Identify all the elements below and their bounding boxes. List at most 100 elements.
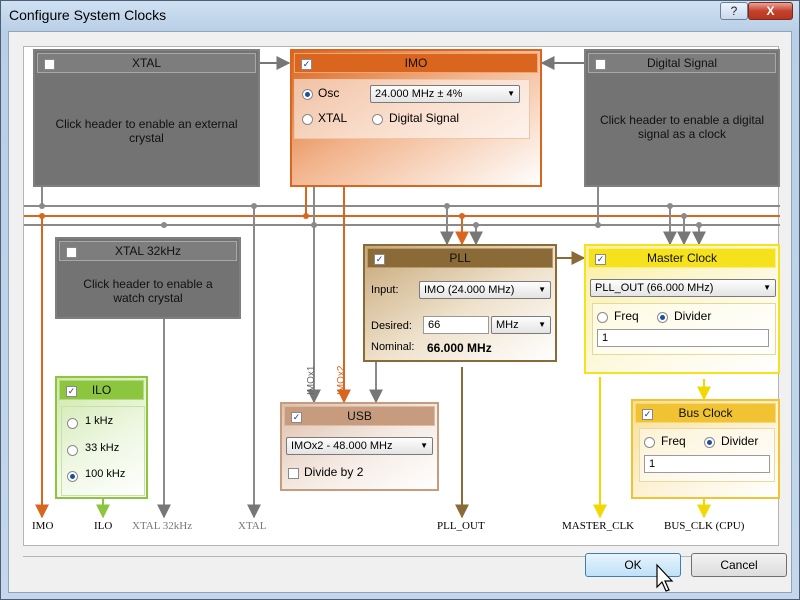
output-xtal: XTAL [238, 520, 267, 532]
bus-clock-freq-label: Freq [661, 434, 686, 448]
bus-clock-divider-input[interactable]: 1 [644, 455, 770, 473]
bus-clock-divider-radio[interactable] [704, 437, 715, 448]
digital-signal-enable-checkbox[interactable] [595, 59, 606, 70]
xtal-message: Click header to enable an external cryst… [41, 117, 252, 145]
chevron-down-icon: ▼ [538, 285, 546, 294]
usb-header[interactable]: ✓ USB [284, 406, 435, 426]
imox2-wire-label: IMOx2 [336, 365, 347, 395]
imo-digital-label: Digital Signal [389, 111, 460, 125]
bus-clock-divider-label: Divider [721, 434, 759, 448]
pll-nominal-label: Nominal: [371, 341, 415, 353]
chevron-down-icon: ▼ [763, 283, 771, 292]
help-button[interactable]: ? [720, 2, 748, 20]
pll-header[interactable]: ✓ PLL [367, 248, 553, 268]
ilo-option-33khz: 33 kHz [85, 442, 120, 454]
pll-nominal-value: 66.000 MHz [427, 341, 492, 355]
output-master-clk: MASTER_CLK [562, 520, 635, 532]
master-clock-source-select[interactable]: PLL_OUT (66.000 MHz) ▼ [590, 279, 776, 297]
ilo-100khz-radio[interactable] [67, 471, 78, 482]
footer-divider [23, 556, 779, 557]
xtal32-header[interactable]: XTAL 32kHz [59, 241, 237, 261]
bus-clock-freq-radio[interactable] [644, 437, 655, 448]
imo-header[interactable]: ✓ IMO [294, 53, 538, 73]
imo-frequency-value: 24.000 MHz ± 4% [375, 88, 463, 100]
ilo-title: ILO [91, 383, 112, 397]
ilo-box: ✓ILO 1 kHz 33 kHz 100 kHz [55, 376, 148, 499]
master-clock-source-value: PLL_OUT (66.000 MHz) [595, 282, 714, 294]
usb-enable-checkbox[interactable]: ✓ [291, 412, 302, 423]
xtal-enable-checkbox[interactable] [44, 59, 55, 70]
chevron-down-icon: ▼ [538, 320, 546, 329]
digital-signal-box: Digital Signal Click header to enable a … [584, 49, 780, 187]
ilo-options-panel [61, 406, 145, 496]
ilo-33khz-radio[interactable] [67, 445, 78, 456]
bus-clock-header[interactable]: ✓ Bus Clock [635, 403, 776, 423]
imo-xtal-label: XTAL [318, 111, 348, 125]
imox1-wire-label: IMOx1 [306, 365, 317, 395]
xtal32-box: XTAL 32kHz Click header to enable a watc… [55, 237, 241, 319]
xtal32-message-line-2: watch crystal [113, 291, 183, 305]
master-clock-divider-label: Divider [674, 309, 712, 323]
xtal32-title: XTAL 32kHz [114, 244, 182, 258]
clock-wires [24, 56, 780, 519]
clock-diagram: XTAL Click header to enable an external … [23, 46, 780, 546]
cancel-button[interactable]: Cancel [691, 553, 787, 577]
usb-title: USB [347, 409, 372, 423]
imo-xtal-radio[interactable] [302, 114, 313, 125]
master-clock-header[interactable]: ✓Master Clock [588, 248, 776, 268]
pll-unit-select[interactable]: MHz ▼ [491, 316, 551, 334]
usb-source-select[interactable]: IMOx2 - 48.000 MHz▼ [286, 437, 433, 455]
xtal-title: XTAL [131, 56, 162, 70]
xtal32-enable-checkbox[interactable] [66, 247, 77, 258]
xtal-header[interactable]: XTAL [37, 53, 256, 73]
pll-input-value: IMO (24.000 MHz) [424, 284, 515, 296]
ilo-enable-checkbox[interactable]: ✓ [66, 386, 77, 397]
master-clock-box: ✓Master Clock PLL_OUT (66.000 MHz) ▼ Freq… [584, 244, 780, 374]
pll-box: ✓ PLL Input: IMO (24.000 MHz) ▼ Desired: 6… [363, 244, 557, 362]
usb-divide-label: Divide by 2 [304, 465, 364, 479]
xtal-message-line-1: Click header to enable an external [55, 117, 238, 131]
output-imo: IMO [32, 520, 54, 532]
close-button[interactable]: X [748, 2, 793, 20]
pll-input-select[interactable]: IMO (24.000 MHz) ▼ [419, 281, 551, 299]
pll-title: PLL [449, 251, 471, 265]
master-clock-divider-radio[interactable] [657, 312, 668, 323]
pll-desired-input[interactable]: 66 [423, 316, 489, 334]
digital-signal-message: Click header to enable a digital signal … [592, 113, 772, 141]
output-pll-out: PLL_OUT [437, 520, 485, 532]
title-bar: Configure System Clocks ? X [1, 1, 799, 31]
mouse-cursor-icon [656, 563, 674, 592]
ilo-1khz-radio[interactable] [67, 418, 78, 429]
imo-digital-radio[interactable] [372, 114, 383, 125]
usb-divide-checkbox[interactable] [288, 468, 299, 479]
digital-signal-message-line-1: Click header to enable a digital [599, 113, 765, 127]
master-clock-freq-label: Freq [614, 309, 639, 323]
dialog-client: XTAL Click header to enable an external … [8, 31, 792, 593]
pll-input-label: Input: [371, 284, 399, 296]
ilo-header[interactable]: ✓ ILO [59, 380, 144, 400]
chevron-down-icon: ▼ [507, 89, 515, 98]
imo-osc-radio[interactable] [302, 89, 313, 100]
pll-enable-checkbox[interactable]: ✓ [374, 254, 385, 265]
usb-box: ✓ USB IMOx2 - 48.000 MHz▼ Divide by 2 [280, 402, 439, 491]
bus-clock-title: Bus Clock [678, 406, 733, 420]
master-clock-divider-input[interactable]: 1 [597, 329, 769, 347]
digital-signal-header[interactable]: Digital Signal [588, 53, 776, 73]
ilo-option-100khz: 100 kHz [85, 468, 126, 480]
master-clock-enable-checkbox[interactable]: ✓ [595, 254, 606, 265]
pll-unit-value: MHz [496, 319, 519, 331]
output-xtal32: XTAL 32kHz [132, 520, 193, 532]
imo-osc-label: Osc [318, 86, 340, 100]
xtal-message-line-2: crystal [129, 131, 164, 145]
imo-title: IMO [404, 56, 428, 70]
bus-clock-box: ✓ Bus Clock Freq Divider 1 [631, 399, 780, 499]
imo-frequency-select[interactable]: 24.000 MHz ± 4% ▼ [370, 85, 520, 103]
pll-desired-label: Desired: [371, 320, 412, 332]
imo-enable-checkbox[interactable]: ✓ [301, 59, 312, 70]
chevron-down-icon: ▼ [420, 441, 428, 450]
xtal-box: XTAL Click header to enable an external … [33, 49, 260, 187]
master-clock-freq-radio[interactable] [597, 312, 608, 323]
window-title: Configure System Clocks [9, 7, 167, 23]
bus-clock-enable-checkbox[interactable]: ✓ [642, 409, 653, 420]
